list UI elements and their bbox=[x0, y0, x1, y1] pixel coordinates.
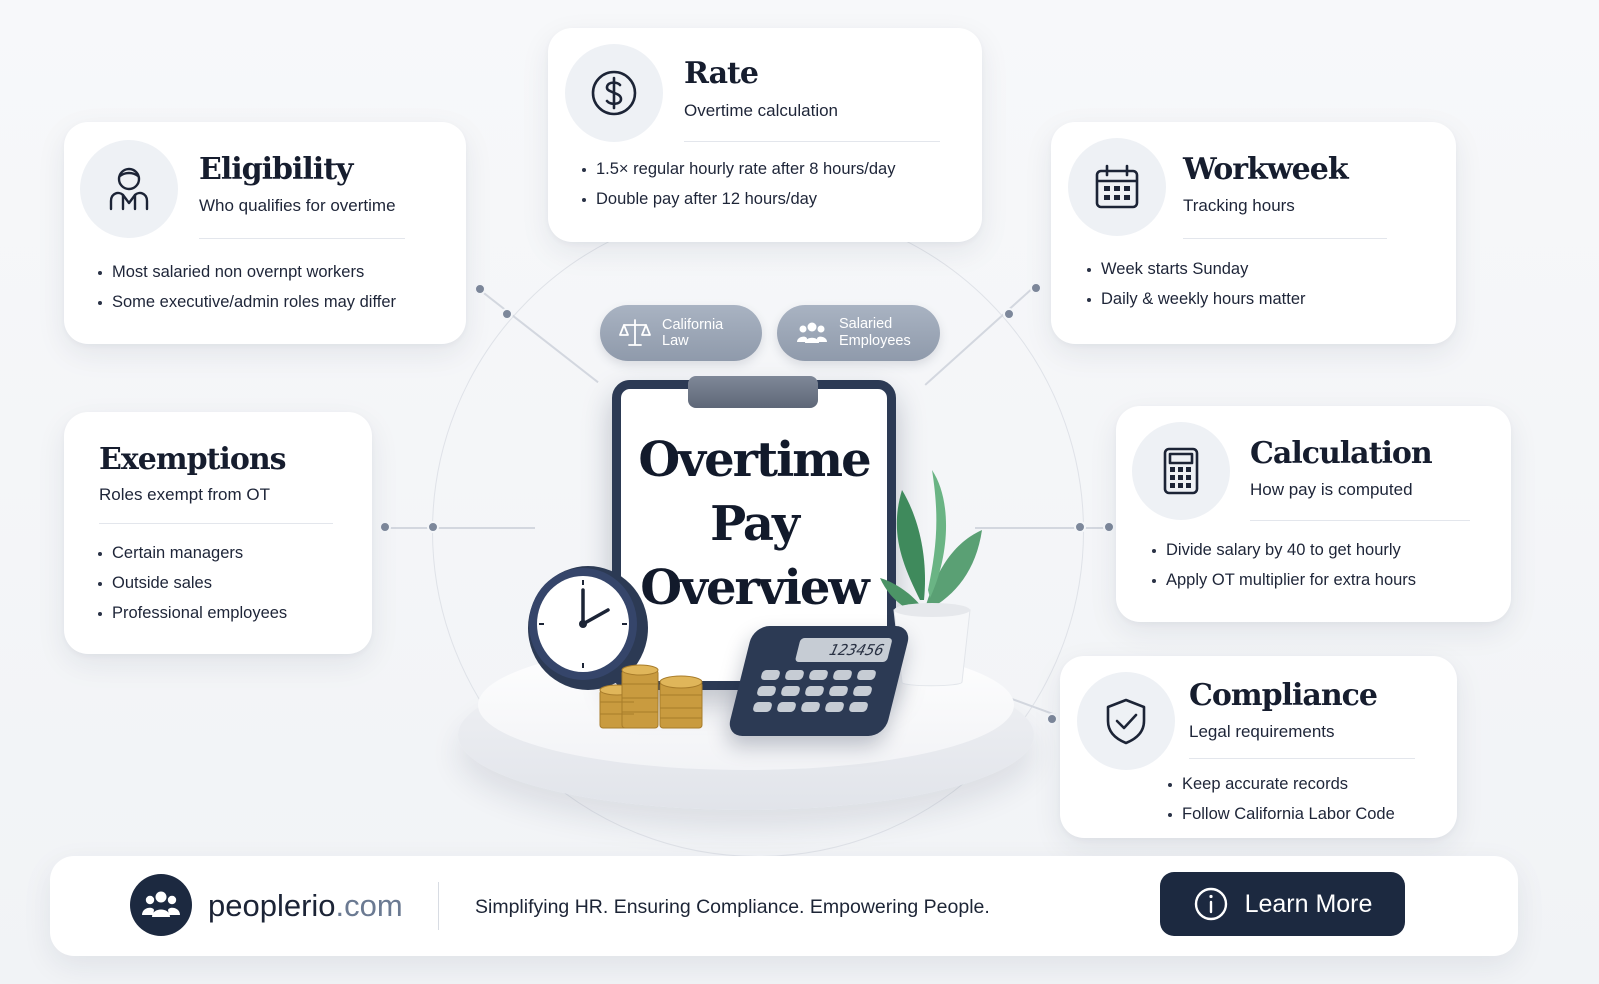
node-dot bbox=[474, 283, 486, 295]
scales-icon bbox=[619, 319, 651, 346]
hero-title-line: Pay bbox=[710, 496, 800, 552]
calculator-icon bbox=[1163, 447, 1199, 495]
card-divider bbox=[199, 238, 405, 239]
badge-salaried-employees: Salaried Employees bbox=[777, 305, 940, 361]
card-calculation: Calculation How pay is computed Divide s… bbox=[1116, 406, 1511, 622]
plant-illustration bbox=[880, 470, 982, 687]
calculator-display: 123456 bbox=[794, 638, 893, 662]
card-title: Workweek bbox=[1183, 152, 1349, 187]
list-item: Professional employees bbox=[98, 603, 287, 623]
card-subtitle: Legal requirements bbox=[1189, 722, 1335, 741]
card-bullets: Keep accurate records Follow California … bbox=[1168, 774, 1395, 834]
card-compliance: Compliance Legal requirements Keep accur… bbox=[1060, 656, 1457, 838]
learn-more-button[interactable]: Learn More bbox=[1160, 872, 1405, 936]
card-workweek: Workweek Tracking hours Week starts Sund… bbox=[1051, 122, 1456, 344]
tagline: Simplifying HR. Ensuring Compliance. Emp… bbox=[475, 896, 990, 918]
list-item: Follow California Labor Code bbox=[1168, 804, 1395, 824]
list-item: Divide salary by 40 to get hourly bbox=[1152, 540, 1416, 560]
learn-more-label: Learn More bbox=[1244, 889, 1373, 918]
list-item: Some executive/admin roles may differ bbox=[98, 292, 396, 312]
icon-circle bbox=[80, 140, 178, 238]
calculator-illustration: 123456 bbox=[726, 626, 912, 736]
brand-name[interactable]: peoplerio.com bbox=[208, 888, 403, 924]
card-subtitle: How pay is computed bbox=[1250, 480, 1413, 499]
shield-check-icon bbox=[1106, 698, 1146, 745]
node-dot bbox=[1103, 521, 1115, 533]
card-title: Eligibility bbox=[199, 152, 353, 187]
card-rate: Rate Overtime calculation 1.5× regular h… bbox=[548, 28, 982, 242]
icon-circle bbox=[1077, 672, 1175, 770]
footer-bar: peoplerio.com Simplifying HR. Ensuring C… bbox=[50, 856, 1518, 956]
icon-circle bbox=[1068, 138, 1166, 236]
badge-label: Salaried bbox=[839, 316, 893, 332]
node-dot bbox=[501, 308, 513, 320]
node-dot bbox=[427, 521, 439, 533]
node-dot bbox=[1046, 713, 1058, 725]
info-icon bbox=[1194, 887, 1227, 921]
list-item: Most salaried non overnpt workers bbox=[98, 262, 396, 282]
list-item: 1.5× regular hourly rate after 8 hours/d… bbox=[582, 159, 895, 179]
connector-calculation bbox=[975, 527, 1110, 529]
list-item: Keep accurate records bbox=[1168, 774, 1395, 794]
clipboard-clip bbox=[688, 376, 818, 408]
card-bullets: 1.5× regular hourly rate after 8 hours/d… bbox=[582, 159, 895, 219]
person-icon bbox=[109, 167, 149, 211]
card-title: Rate bbox=[684, 56, 759, 91]
list-item: Certain managers bbox=[98, 543, 287, 563]
card-divider bbox=[99, 523, 333, 524]
card-title: Exemptions bbox=[99, 442, 287, 477]
card-divider bbox=[684, 141, 940, 142]
card-title: Calculation bbox=[1250, 436, 1433, 471]
card-bullets: Certain managers Outside sales Professio… bbox=[98, 543, 287, 633]
card-subtitle: Roles exempt from OT bbox=[99, 485, 270, 504]
people-group-icon bbox=[142, 891, 180, 917]
badge-label: Employees bbox=[839, 333, 911, 349]
node-dot bbox=[1003, 308, 1015, 320]
card-subtitle: Who qualifies for overtime bbox=[199, 196, 396, 215]
badge-california-law: California Law bbox=[600, 305, 762, 361]
hero-title-line: Overtime bbox=[638, 432, 871, 488]
card-title: Compliance bbox=[1189, 678, 1378, 713]
card-divider bbox=[1183, 238, 1387, 239]
list-item: Double pay after 12 hours/day bbox=[582, 189, 895, 209]
card-bullets: Divide salary by 40 to get hourly Apply … bbox=[1152, 540, 1416, 600]
node-dot bbox=[379, 521, 391, 533]
list-item: Apply OT multiplier for extra hours bbox=[1152, 570, 1416, 590]
badge-label: California Law bbox=[662, 317, 724, 349]
list-item: Daily & weekly hours matter bbox=[1087, 289, 1306, 309]
brand-name-tld: .com bbox=[335, 888, 403, 923]
card-bullets: Most salaried non overnpt workers Some e… bbox=[98, 262, 396, 322]
card-bullets: Week starts Sunday Daily & weekly hours … bbox=[1087, 259, 1306, 319]
connector-exemptions bbox=[385, 527, 535, 529]
card-divider bbox=[1189, 758, 1415, 759]
node-dot bbox=[1074, 521, 1086, 533]
list-item: Week starts Sunday bbox=[1087, 259, 1306, 279]
hero-title: Overtime Pay Overview bbox=[612, 428, 896, 620]
brand-name-main: peoplerio bbox=[208, 888, 336, 923]
group-icon bbox=[797, 322, 827, 343]
card-eligibility: Eligibility Who qualifies for overtime M… bbox=[64, 122, 466, 344]
node-dot bbox=[1030, 282, 1042, 294]
coins-illustration bbox=[599, 664, 703, 729]
footer-divider bbox=[438, 882, 439, 930]
clock-illustration bbox=[528, 566, 648, 690]
card-subtitle: Overtime calculation bbox=[684, 101, 839, 120]
card-divider bbox=[1250, 520, 1470, 521]
list-item: Outside sales bbox=[98, 573, 287, 593]
icon-circle bbox=[1132, 422, 1230, 520]
icon-circle bbox=[565, 44, 663, 142]
dollar-icon bbox=[591, 70, 637, 116]
card-exemptions: Exemptions Roles exempt from OT Certain … bbox=[64, 412, 372, 654]
brand-logo[interactable] bbox=[130, 874, 192, 936]
hero-title-line: Overview bbox=[640, 560, 870, 616]
calendar-icon bbox=[1095, 164, 1139, 209]
card-subtitle: Tracking hours bbox=[1183, 196, 1295, 215]
